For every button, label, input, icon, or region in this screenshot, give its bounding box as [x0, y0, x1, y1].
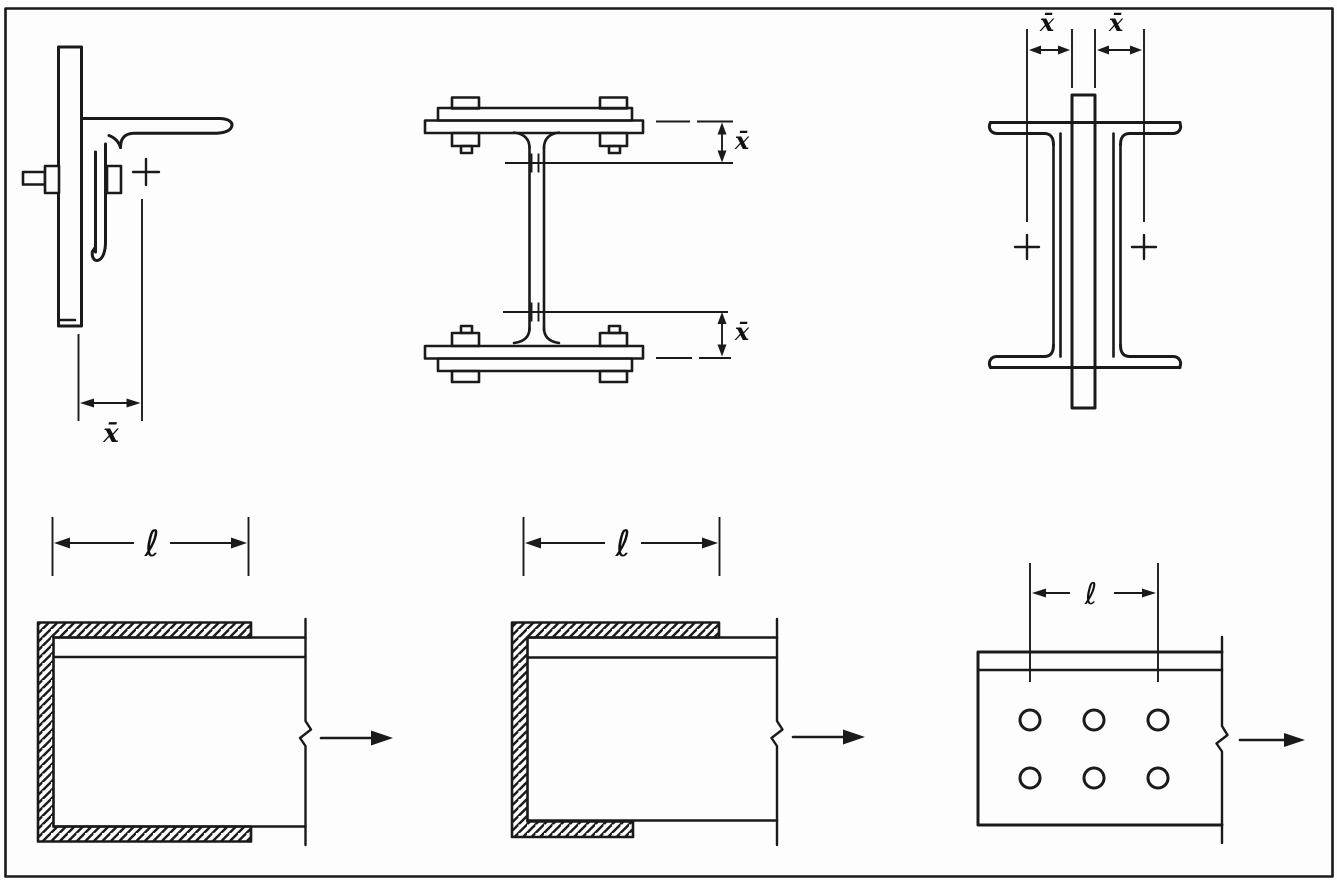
bolt-nut: [598, 331, 629, 348]
plate-outline: [976, 650, 1224, 827]
dimension-arrowhead-left: [525, 537, 541, 549]
bottom-flange: [423, 344, 645, 360]
panel-angle-on-gusset: x̄: [21, 45, 234, 449]
weld-length-label: ℓ: [144, 524, 160, 565]
channel-stem-right: [1112, 132, 1122, 358]
break-symbol: [1215, 635, 1229, 845]
splice-plate-top: [436, 106, 634, 122]
dimension-arrowhead-right: [1130, 45, 1142, 55]
angle-section: [80, 117, 234, 263]
bolt-tip: [607, 324, 622, 335]
web-fillet-top: [512, 131, 561, 150]
load-arrow-head: [371, 730, 393, 746]
xbar-label: x̄: [734, 317, 750, 346]
break-symbol: [770, 617, 784, 847]
top-flange-left-tip: [987, 121, 1055, 147]
centroid-level-line-bottom: [503, 302, 728, 322]
bolt-nut: [105, 164, 123, 195]
bottom-flange-left-tip: [987, 343, 1055, 369]
bolt-nut: [598, 131, 629, 148]
gusset-plate: [1070, 93, 1097, 410]
top-flange: [423, 119, 645, 135]
channel-stem-left: [1052, 132, 1062, 358]
bolt-tip: [607, 144, 622, 155]
panel-channels-on-gusset: x̄ x̄: [987, 8, 1183, 410]
figure-border-frame: [4, 7, 1334, 878]
angle-fillet: [107, 134, 122, 149]
centroid-cross-mark: [1013, 233, 1041, 261]
dimension-arrowhead-left: [1097, 45, 1109, 55]
panel-weld-unequal: ℓ: [510, 517, 865, 847]
bolt-tip: [459, 324, 474, 335]
bolt-hole: [1018, 708, 1042, 732]
break-symbol: [298, 617, 313, 847]
dimension-arrowhead-down: [717, 344, 727, 357]
centroid-level-line-top: [505, 153, 733, 173]
xbar-label: x̄: [102, 419, 119, 449]
dimension-arrowhead-right: [1142, 588, 1156, 598]
panel-weld-equal: ℓ: [36, 517, 393, 847]
centroid-cross-mark: [1130, 233, 1158, 261]
bolt-tip: [459, 144, 474, 155]
weld-hatch-region: [510, 621, 721, 839]
dimension-arrowhead-down: [717, 150, 727, 163]
bolt-hole: [1146, 708, 1170, 732]
bolt-hole: [1146, 766, 1170, 790]
dimension-arrowhead-up: [717, 312, 727, 324]
web-fillet-bottom: [512, 326, 561, 345]
dimension-arrowhead-left: [1032, 588, 1046, 598]
bolt-nut: [450, 331, 481, 348]
top-flange-right-tip: [1119, 121, 1183, 147]
xbar-label: x̄: [734, 126, 750, 155]
bolt-hole: [1018, 766, 1042, 790]
bolt-hole: [1082, 708, 1106, 732]
splice-plate-bottom: [436, 357, 634, 373]
dimension-arrowhead-right: [1058, 45, 1070, 55]
dimension-arrowhead-left: [80, 398, 94, 408]
weld-hatch-region: [36, 621, 253, 843]
dimension-arrowhead-up: [717, 122, 727, 135]
dimension-arrowhead-left: [1029, 45, 1041, 55]
xbar-label: x̄: [1039, 8, 1055, 37]
bottom-flange-right-tip: [1119, 343, 1183, 369]
dimension-arrowhead-right: [231, 537, 247, 549]
dimension-arrowhead-right: [702, 537, 718, 549]
bolt-head: [598, 369, 629, 384]
bolt-pitch-label: ℓ: [1084, 577, 1097, 612]
beam-web: [528, 144, 546, 332]
load-arrow-head: [843, 729, 865, 745]
load-arrow-head: [1284, 733, 1305, 747]
centroid-cross-mark: [131, 157, 161, 187]
bolt-head: [450, 369, 481, 384]
panel-bolted-plate: ℓ: [976, 563, 1305, 845]
bolt-hole: [1082, 766, 1106, 790]
bolt-head: [43, 164, 61, 195]
dimension-arrowhead-right: [126, 398, 141, 408]
xbar-label: x̄: [1108, 8, 1124, 37]
gusset-plate: [57, 45, 83, 328]
bolt-nut: [450, 131, 481, 148]
panel-wshape-flange-plates: x̄ x̄: [423, 96, 750, 384]
weld-length-label: ℓ: [615, 524, 631, 565]
dimension-arrowhead-left: [54, 537, 70, 549]
bolt-shank: [21, 170, 47, 186]
